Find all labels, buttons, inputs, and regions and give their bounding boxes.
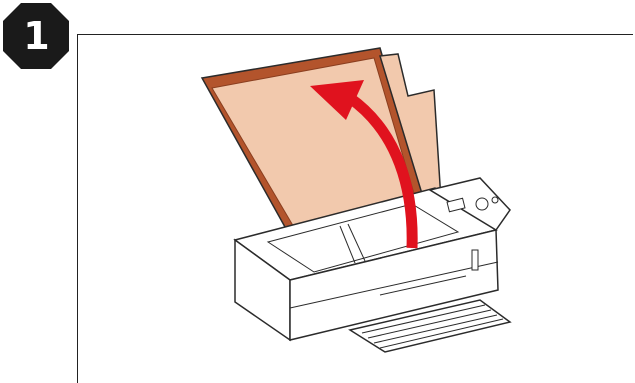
step-number: 1 [1, 1, 71, 71]
printer-illustration [180, 40, 520, 360]
step-number-badge: 1 [1, 1, 71, 71]
printer-scanner-lid-open-image [180, 40, 520, 360]
